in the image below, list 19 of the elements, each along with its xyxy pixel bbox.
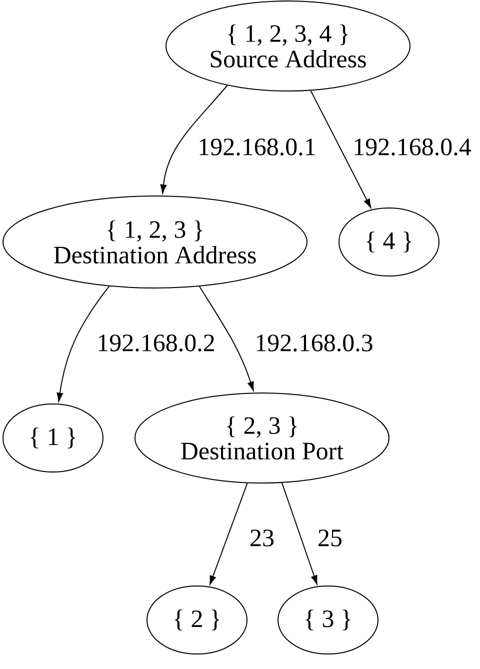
edge-label: 192.168.0.1 <box>196 138 318 156</box>
ellipse-node: { 1, 2, 3, 4 } Source Address <box>166 0 410 92</box>
arrow <box>198 286 254 391</box>
ellipse-node: { 4 } <box>338 208 440 276</box>
ellipse-node: { 1 } <box>2 404 104 472</box>
edge-label: 25 <box>316 528 344 548</box>
edge-label: 192.168.0.3 <box>254 334 374 352</box>
arrow <box>282 482 318 584</box>
arrow <box>310 90 372 208</box>
ellipse-node: { 1, 2, 3 } Destination Address <box>2 196 308 288</box>
ellipse-node: { 2 } <box>146 586 248 654</box>
edge-label: 192.168.0.4 <box>352 138 472 156</box>
arrow <box>160 85 228 194</box>
arrow <box>210 482 248 585</box>
edge-label: 23 <box>248 528 276 548</box>
edge-label: 192.168.0.2 <box>96 334 216 352</box>
ellipse-node: { 2, 3 } Destination Port <box>134 392 390 484</box>
ellipse-node: { 3 } <box>278 586 378 654</box>
arrow <box>56 286 110 402</box>
